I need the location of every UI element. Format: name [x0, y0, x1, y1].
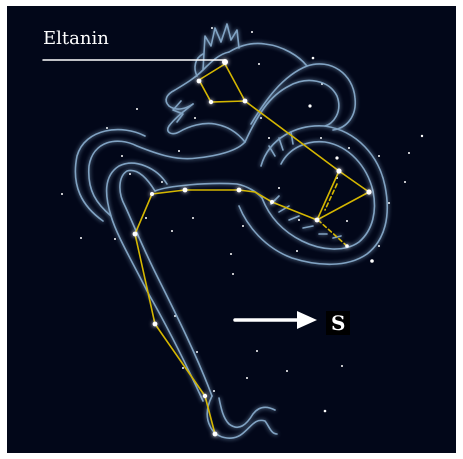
- star-eltanin: [222, 59, 228, 65]
- constellation-panel: Eltanin S: [7, 6, 456, 453]
- background-stars: [61, 27, 423, 412]
- arrow-right-icon: [235, 311, 317, 329]
- direction-label: S: [326, 311, 350, 335]
- dragon-outline: [75, 24, 387, 438]
- sky-chart: [7, 6, 456, 453]
- star-name-label: Eltanin: [43, 30, 109, 48]
